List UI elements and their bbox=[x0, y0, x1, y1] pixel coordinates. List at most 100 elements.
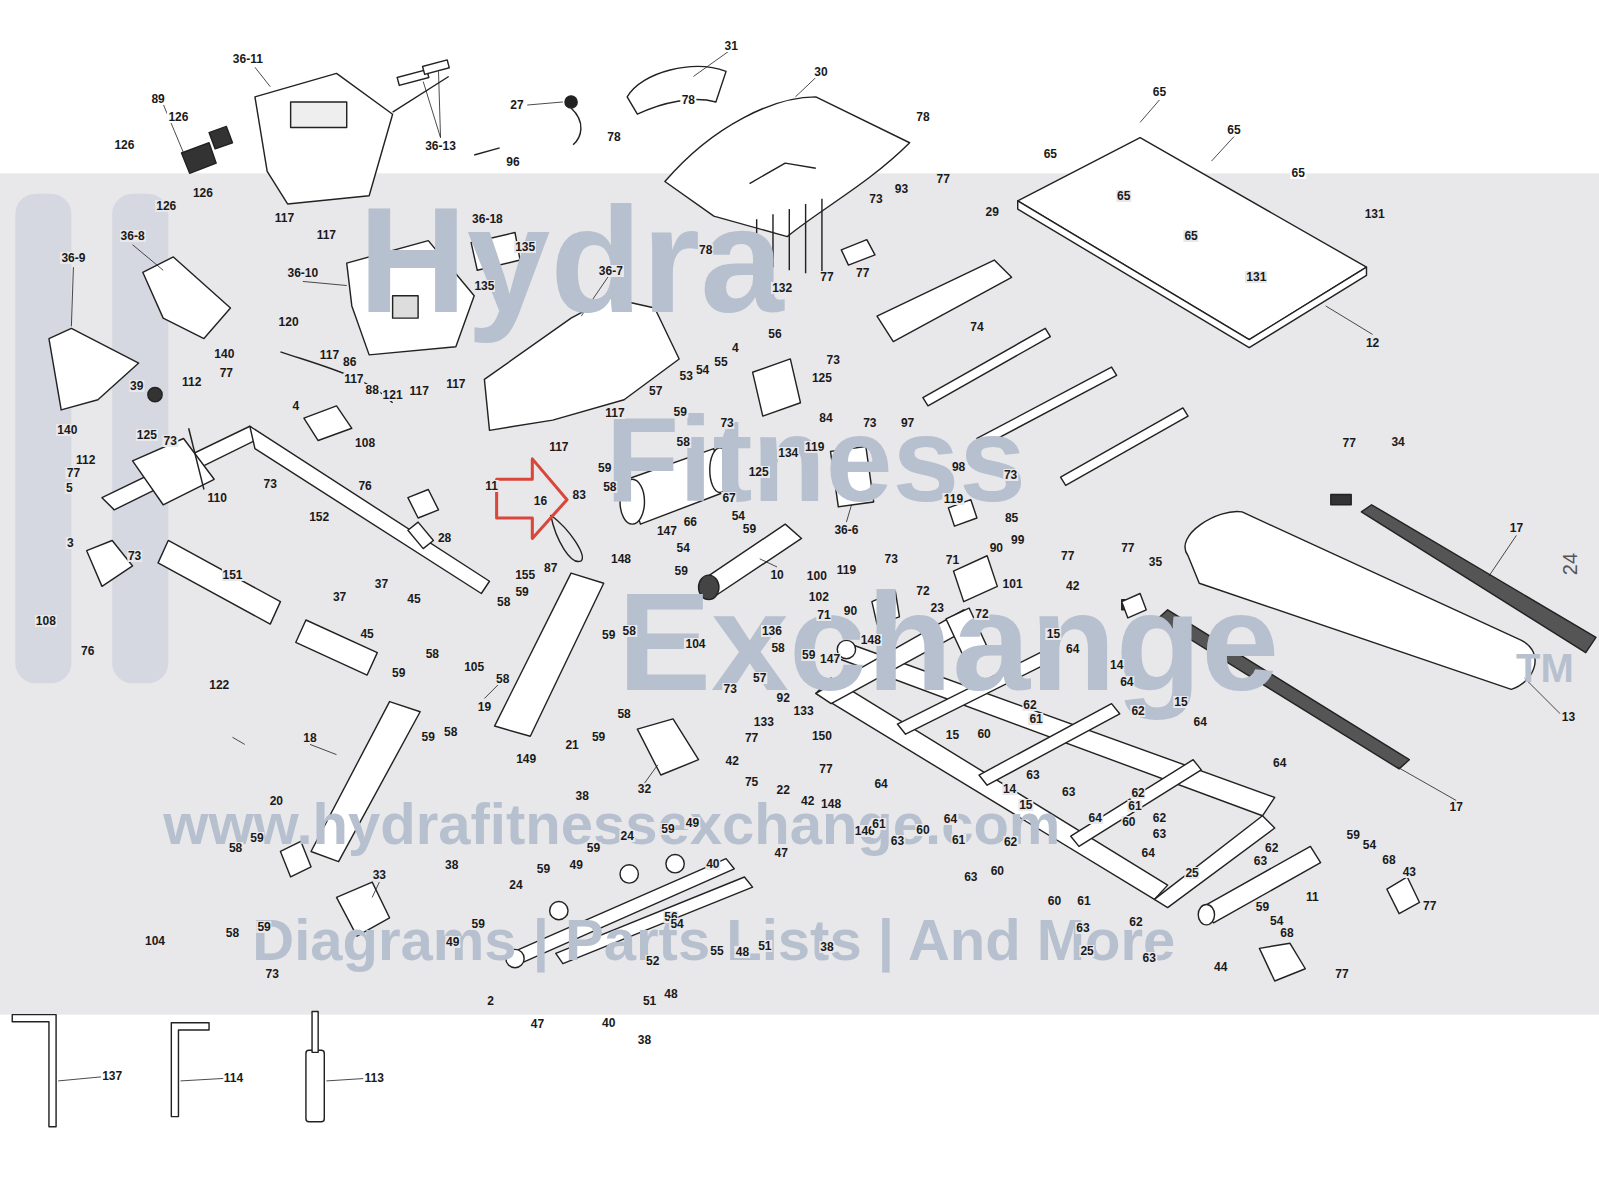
callout-number: 49 bbox=[685, 817, 700, 829]
callout-number: 59 bbox=[660, 823, 675, 835]
callout-number: 90 bbox=[989, 542, 1004, 554]
callout-number: 60 bbox=[990, 865, 1005, 877]
callout-number: 140 bbox=[213, 348, 235, 360]
callout-number: 47 bbox=[530, 1018, 545, 1030]
callout-number: 114 bbox=[223, 1072, 244, 1084]
watermark-text: TM bbox=[1516, 648, 1574, 688]
callout-number: 88 bbox=[365, 384, 380, 396]
callout-number: 75 bbox=[744, 776, 759, 788]
callout-number: 64 bbox=[1193, 716, 1208, 728]
callout-number: 78 bbox=[681, 94, 696, 106]
callout-number: 36-10 bbox=[287, 267, 320, 279]
callout-number: 136 bbox=[761, 625, 783, 637]
callout-number: 14 bbox=[1002, 783, 1017, 795]
callout-number: 117 bbox=[408, 385, 429, 397]
callout-number: 34 bbox=[1390, 436, 1405, 448]
callout-number: 71 bbox=[816, 609, 831, 621]
callout-number: 11 bbox=[1305, 891, 1320, 903]
callout-number: 135 bbox=[473, 280, 495, 292]
callout-number: 53 bbox=[679, 370, 694, 382]
callout-number: 15 bbox=[1018, 799, 1033, 811]
callout-number: 105 bbox=[463, 661, 485, 673]
callout-number: 25 bbox=[1184, 867, 1199, 879]
callout-number: 120 bbox=[278, 316, 300, 328]
callout-number: 16 bbox=[533, 495, 548, 507]
callout-number: 99 bbox=[1010, 534, 1025, 546]
callout-number: 58 bbox=[602, 481, 617, 493]
callout-number: 96 bbox=[505, 156, 520, 168]
callout-number: 65 bbox=[1152, 86, 1167, 98]
callout-number: 14 bbox=[1109, 659, 1124, 671]
callout-number: 73 bbox=[163, 435, 178, 447]
callout-number: 45 bbox=[406, 593, 421, 605]
callout-number: 47 bbox=[773, 847, 788, 859]
callout-number: 58 bbox=[228, 842, 243, 854]
callout-number: 59 bbox=[536, 863, 551, 875]
callout-number: 19 bbox=[477, 701, 492, 713]
callout-number: 63 bbox=[1253, 855, 1268, 867]
callout-number: 42 bbox=[800, 795, 815, 807]
page-number: 24 bbox=[1560, 552, 1580, 576]
callout-number: 4 bbox=[291, 400, 300, 412]
callout-number: 104 bbox=[144, 935, 166, 947]
callout-number: 49 bbox=[445, 936, 460, 948]
callout-number: 73 bbox=[263, 478, 278, 490]
callout-number: 58 bbox=[770, 642, 785, 654]
callout-number: 56 bbox=[767, 328, 782, 340]
callout-number: 38 bbox=[637, 1034, 652, 1046]
callout-number: 61 bbox=[871, 818, 886, 830]
callout-number: 64 bbox=[873, 778, 888, 790]
callout-number: 36-13 bbox=[424, 140, 457, 152]
callout-number: 125 bbox=[748, 466, 770, 478]
callout-number: 4 bbox=[731, 342, 740, 354]
callout-number: 40 bbox=[705, 858, 720, 870]
callout-number: 140 bbox=[56, 424, 78, 436]
callout-number: 15 bbox=[1173, 696, 1188, 708]
callout-number: 65 bbox=[1226, 124, 1241, 136]
callout-number: 100 bbox=[806, 570, 828, 582]
callout-number: 65 bbox=[1183, 230, 1198, 242]
callout-number: 54 bbox=[731, 510, 746, 522]
callout-number: 134 bbox=[777, 447, 799, 459]
callout-number: 77 bbox=[1120, 542, 1135, 554]
callout-number: 54 bbox=[676, 542, 691, 554]
callout-number: 112 bbox=[181, 376, 202, 388]
callout-number: 60 bbox=[915, 824, 930, 836]
callout-number: 148 bbox=[610, 553, 632, 565]
callout-number: 78 bbox=[606, 131, 621, 143]
callout-number: 58 bbox=[622, 625, 637, 637]
callout-number: 65 bbox=[1043, 148, 1058, 160]
callout-number: 36-6 bbox=[833, 524, 859, 536]
callout-number: 36-11 bbox=[232, 53, 264, 65]
callout-number: 74 bbox=[969, 321, 984, 333]
callout-number: 77 bbox=[819, 271, 834, 283]
callout-number: 59 bbox=[514, 586, 529, 598]
callout-number: 22 bbox=[775, 784, 790, 796]
callout-number: 29 bbox=[985, 206, 1000, 218]
callout-number: 32 bbox=[637, 783, 652, 795]
callout-number: 11 bbox=[484, 480, 499, 492]
callout-number: 152 bbox=[308, 511, 330, 523]
callout-number: 72 bbox=[915, 585, 930, 597]
callout-number: 67 bbox=[721, 492, 736, 504]
callout-number: 117 bbox=[319, 349, 340, 361]
callout-number: 57 bbox=[752, 672, 767, 684]
callout-number: 104 bbox=[684, 638, 706, 650]
callout-number: 59 bbox=[601, 629, 616, 641]
callout-number: 51 bbox=[642, 995, 657, 1007]
callout-number: 59 bbox=[256, 921, 271, 933]
callout-number: 84 bbox=[818, 412, 833, 424]
callout-number: 54 bbox=[669, 918, 684, 930]
callout-number: 21 bbox=[564, 739, 579, 751]
callout-number: 73 bbox=[719, 417, 734, 429]
callout-number: 24 bbox=[619, 830, 634, 842]
callout-number: 36-7 bbox=[598, 265, 624, 277]
callout-number: 58 bbox=[443, 726, 458, 738]
callout-number: 77 bbox=[936, 173, 951, 185]
callout-number: 125 bbox=[811, 372, 833, 384]
callout-number: 17 bbox=[1509, 522, 1524, 534]
callout-number: 155 bbox=[514, 569, 536, 581]
callout-number: 117 bbox=[274, 212, 295, 224]
callout-number: 92 bbox=[775, 692, 790, 704]
